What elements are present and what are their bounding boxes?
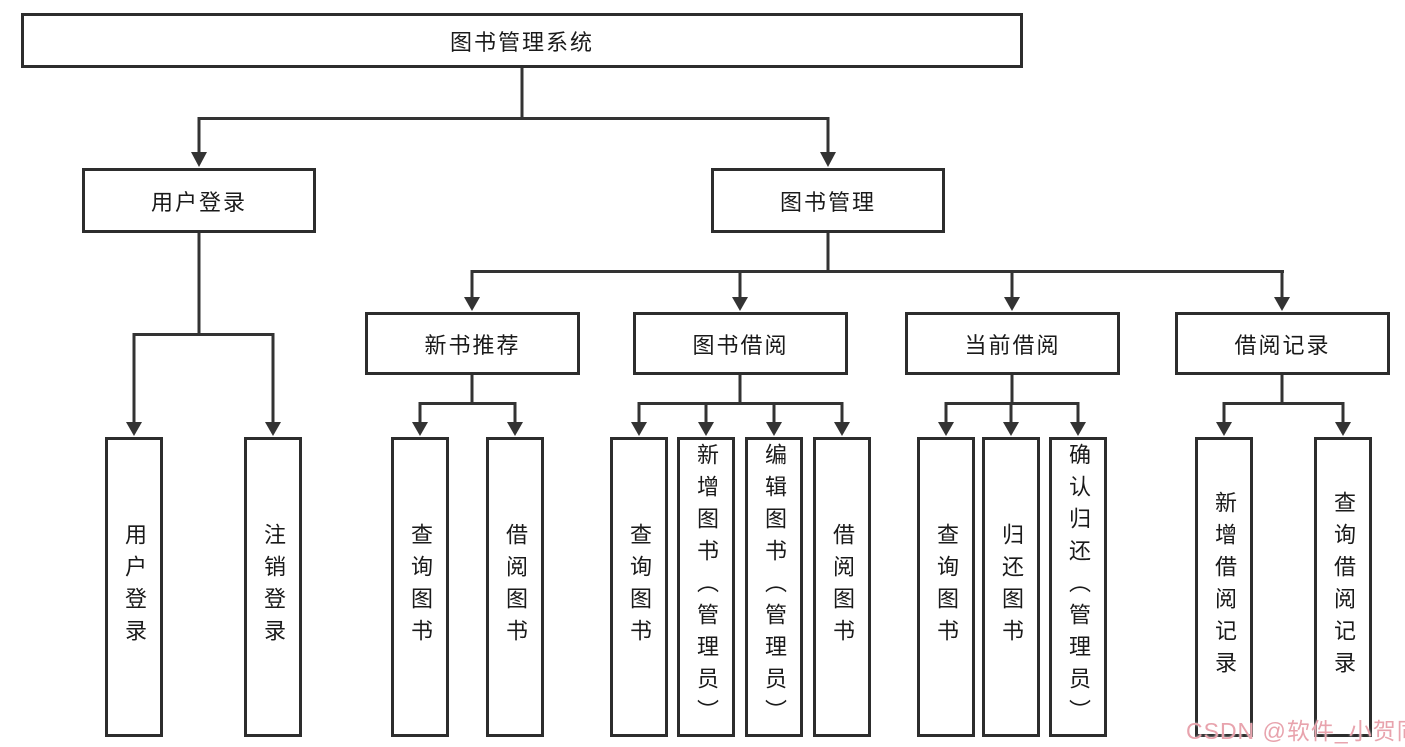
node-label: 用户登录: [150, 189, 247, 215]
arrowhead: [1335, 422, 1351, 436]
node-root-label: 图书管理系统: [449, 29, 594, 55]
csdn-watermark: CSDN @软件_小贺同学: [1186, 718, 1405, 744]
edge-group-new-book-recommend: [412, 375, 523, 436]
arrowhead: [126, 422, 142, 436]
arrowhead: [412, 422, 428, 436]
leaf-recommend-query-books: 查询图书: [391, 437, 449, 737]
leaf-current-return-books: 归还图书: [982, 437, 1040, 737]
node-user-login: 用户登录: [82, 168, 316, 233]
node-borrowing-records: 借阅记录: [1175, 312, 1390, 375]
node-label: 当前借阅: [964, 332, 1061, 358]
leaf-borrow-query-books: 查询图书: [610, 437, 668, 737]
arrowhead: [766, 422, 782, 436]
leaf-current-confirm-return-admin: 确认归还（管理员）: [1049, 437, 1107, 737]
leaf-records-query-borrow-record: 查询借阅记录: [1314, 437, 1372, 737]
edge-group-book-management: [464, 233, 1290, 311]
node-label: 新书推荐: [424, 332, 521, 358]
node-root: 图书管理系统: [21, 13, 1023, 68]
edge-group-root: [191, 68, 836, 167]
leaf-recommend-borrow-books: 借阅图书: [486, 437, 544, 737]
leaf-label: 查询图书: [627, 523, 652, 651]
leaf-label: 确认归还（管理员）: [1066, 443, 1091, 731]
node-book-borrowing: 图书借阅: [633, 312, 848, 375]
leaf-label: 查询图书: [934, 523, 959, 651]
edge-group-current-borrowing: [938, 375, 1086, 436]
node-book-management: 图书管理: [711, 168, 945, 233]
arrowhead: [1004, 297, 1020, 311]
arrowhead: [1274, 297, 1290, 311]
leaf-label: 借阅图书: [830, 523, 855, 651]
arrowhead: [938, 422, 954, 436]
arrowhead: [820, 152, 836, 167]
leaf-label: 新增借阅记录: [1212, 491, 1237, 683]
arrowhead: [698, 422, 714, 436]
arrowhead: [265, 422, 281, 436]
node-new-book-recommend: 新书推荐: [365, 312, 580, 375]
node-current-borrowing: 当前借阅: [905, 312, 1120, 375]
edge-group-borrowing-records: [1216, 375, 1351, 436]
leaf-user-login: 用户登录: [105, 437, 163, 737]
node-label: 借阅记录: [1234, 332, 1331, 358]
arrowhead: [834, 422, 850, 436]
arrowhead: [1216, 422, 1232, 436]
leaf-borrow-borrow-books: 借阅图书: [813, 437, 871, 737]
leaf-borrow-add-books-admin: 新增图书（管理员）: [677, 437, 735, 737]
leaf-label: 查询借阅记录: [1331, 491, 1356, 683]
arrowhead: [507, 422, 523, 436]
edge-group-book-borrowing: [631, 375, 850, 436]
edge-group-user-login: [126, 233, 281, 436]
leaf-label: 用户登录: [122, 523, 147, 651]
leaf-records-add-borrow-record: 新增借阅记录: [1195, 437, 1253, 737]
leaf-label: 注销登录: [261, 523, 286, 651]
node-label: 图书管理: [779, 189, 876, 215]
leaf-label: 新增图书（管理员）: [694, 443, 719, 731]
leaf-label: 编辑图书（管理员）: [762, 443, 787, 731]
leaf-logout-login: 注销登录: [244, 437, 302, 737]
arrowhead: [191, 152, 207, 167]
arrowhead: [1070, 422, 1086, 436]
arrowhead: [631, 422, 647, 436]
leaf-borrow-edit-books-admin: 编辑图书（管理员）: [745, 437, 803, 737]
node-label: 图书借阅: [692, 332, 789, 358]
leaf-label: 借阅图书: [503, 523, 528, 651]
arrowhead: [732, 297, 748, 311]
leaf-current-query-books: 查询图书: [917, 437, 975, 737]
arrowhead: [1003, 422, 1019, 436]
leaf-label: 查询图书: [408, 523, 433, 651]
arrowhead: [464, 297, 480, 311]
leaf-label: 归还图书: [999, 523, 1024, 651]
